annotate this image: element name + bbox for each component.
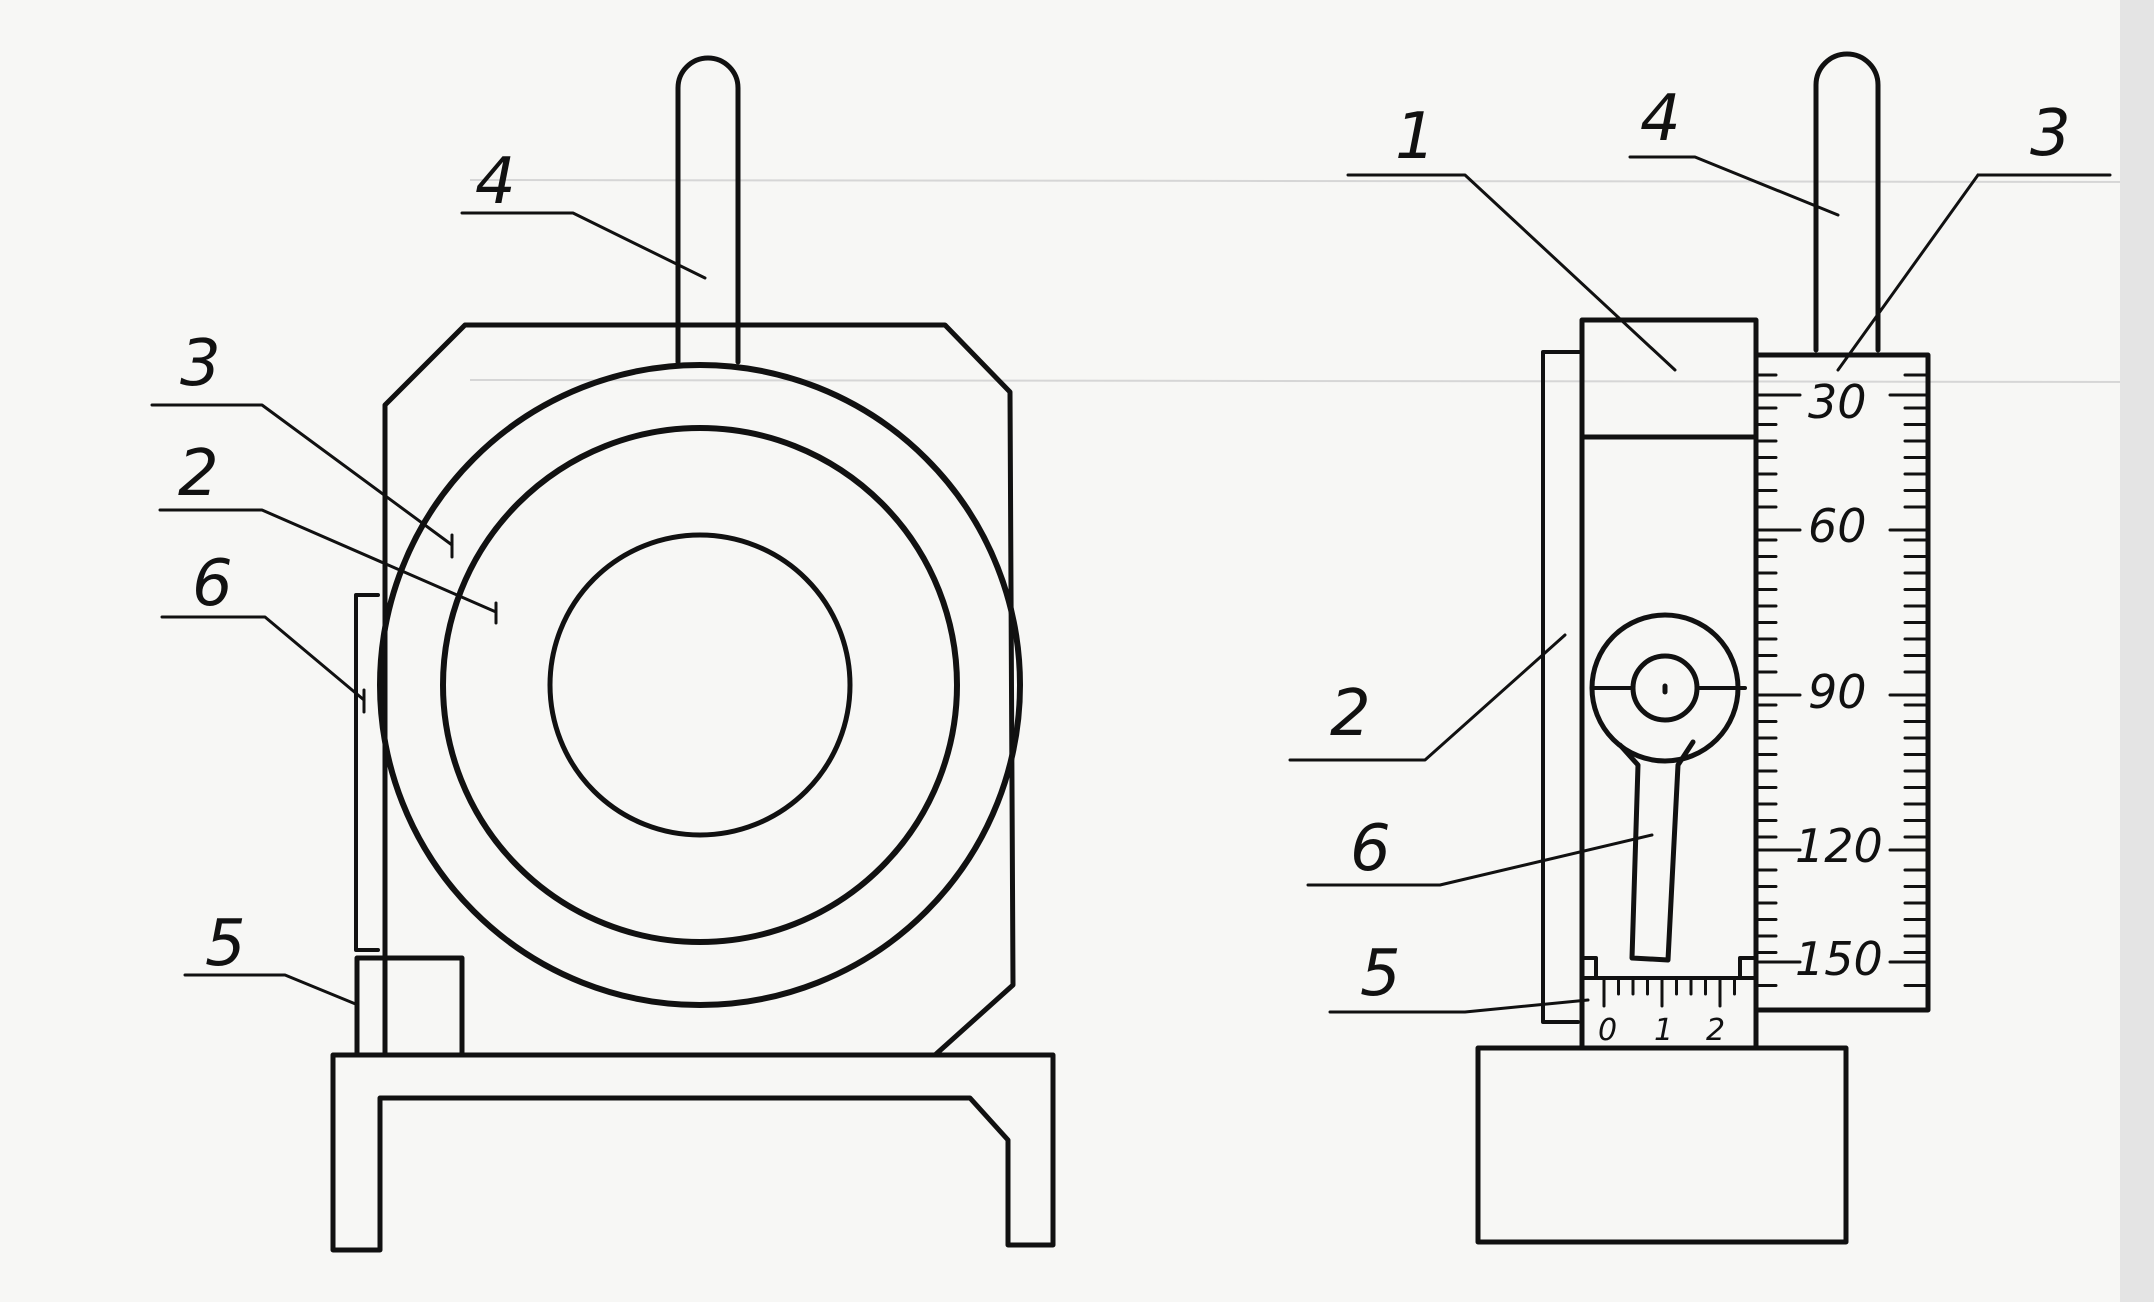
callout-4-right: 4: [1640, 82, 1681, 156]
scale-label-90: 90: [1808, 665, 1867, 719]
scale-bar: [1753, 352, 1931, 1013]
callout-5-left: 5: [205, 907, 246, 981]
left-side-bar: [354, 593, 380, 952]
vernier-label-1: 1: [1654, 1013, 1673, 1048]
vernier: [1580, 956, 1758, 1008]
right-back-plate: [1541, 350, 1584, 1024]
pendulum-pointer: [1589, 612, 1747, 963]
callout-2-left: 2: [178, 437, 219, 511]
right-view: 1 4 3 2 6 5 30 60 90 120 150 0 1 2: [1288, 51, 2112, 1245]
callout-4-left: 4: [475, 145, 516, 219]
right-base: [1475, 1045, 1849, 1245]
scale-label-150: 150: [1795, 932, 1883, 986]
left-block: [354, 955, 465, 1058]
scale-label-120: 120: [1795, 819, 1883, 873]
scale-label-60: 60: [1808, 499, 1867, 553]
scale-ticks: [1754, 373, 1930, 987]
scan-line: [469, 179, 2154, 183]
left-leader-lines: [150, 211, 707, 1007]
left-stand: [330, 1052, 1056, 1253]
callout-3-left: 3: [180, 327, 221, 401]
scan-line: [469, 379, 2154, 383]
callout-2-right: 2: [1330, 677, 1371, 751]
callout-3-right: 3: [2030, 97, 2071, 171]
inner-disc: [547, 532, 853, 838]
callout-5-right: 5: [1360, 937, 1401, 1011]
vernier-label-0: 0: [1598, 1013, 1617, 1048]
left-housing: [382, 322, 1016, 1058]
vernier-label-2: 2: [1706, 1013, 1725, 1048]
right-leader-lines: [1288, 155, 2112, 1014]
left-rod: [675, 55, 741, 365]
right-rod: [1813, 51, 1881, 353]
callout-1-right: 1: [1395, 100, 1436, 174]
left-view: 4 3 2 6 5: [150, 55, 1056, 1253]
callout-6-right: 6: [1350, 812, 1391, 886]
middle-ring: [440, 425, 960, 945]
scale-label-30: 30: [1808, 375, 1867, 429]
outer-ring: [377, 362, 1023, 1008]
callout-6-left: 6: [192, 547, 233, 621]
scan-edge: [2120, 0, 2154, 1302]
